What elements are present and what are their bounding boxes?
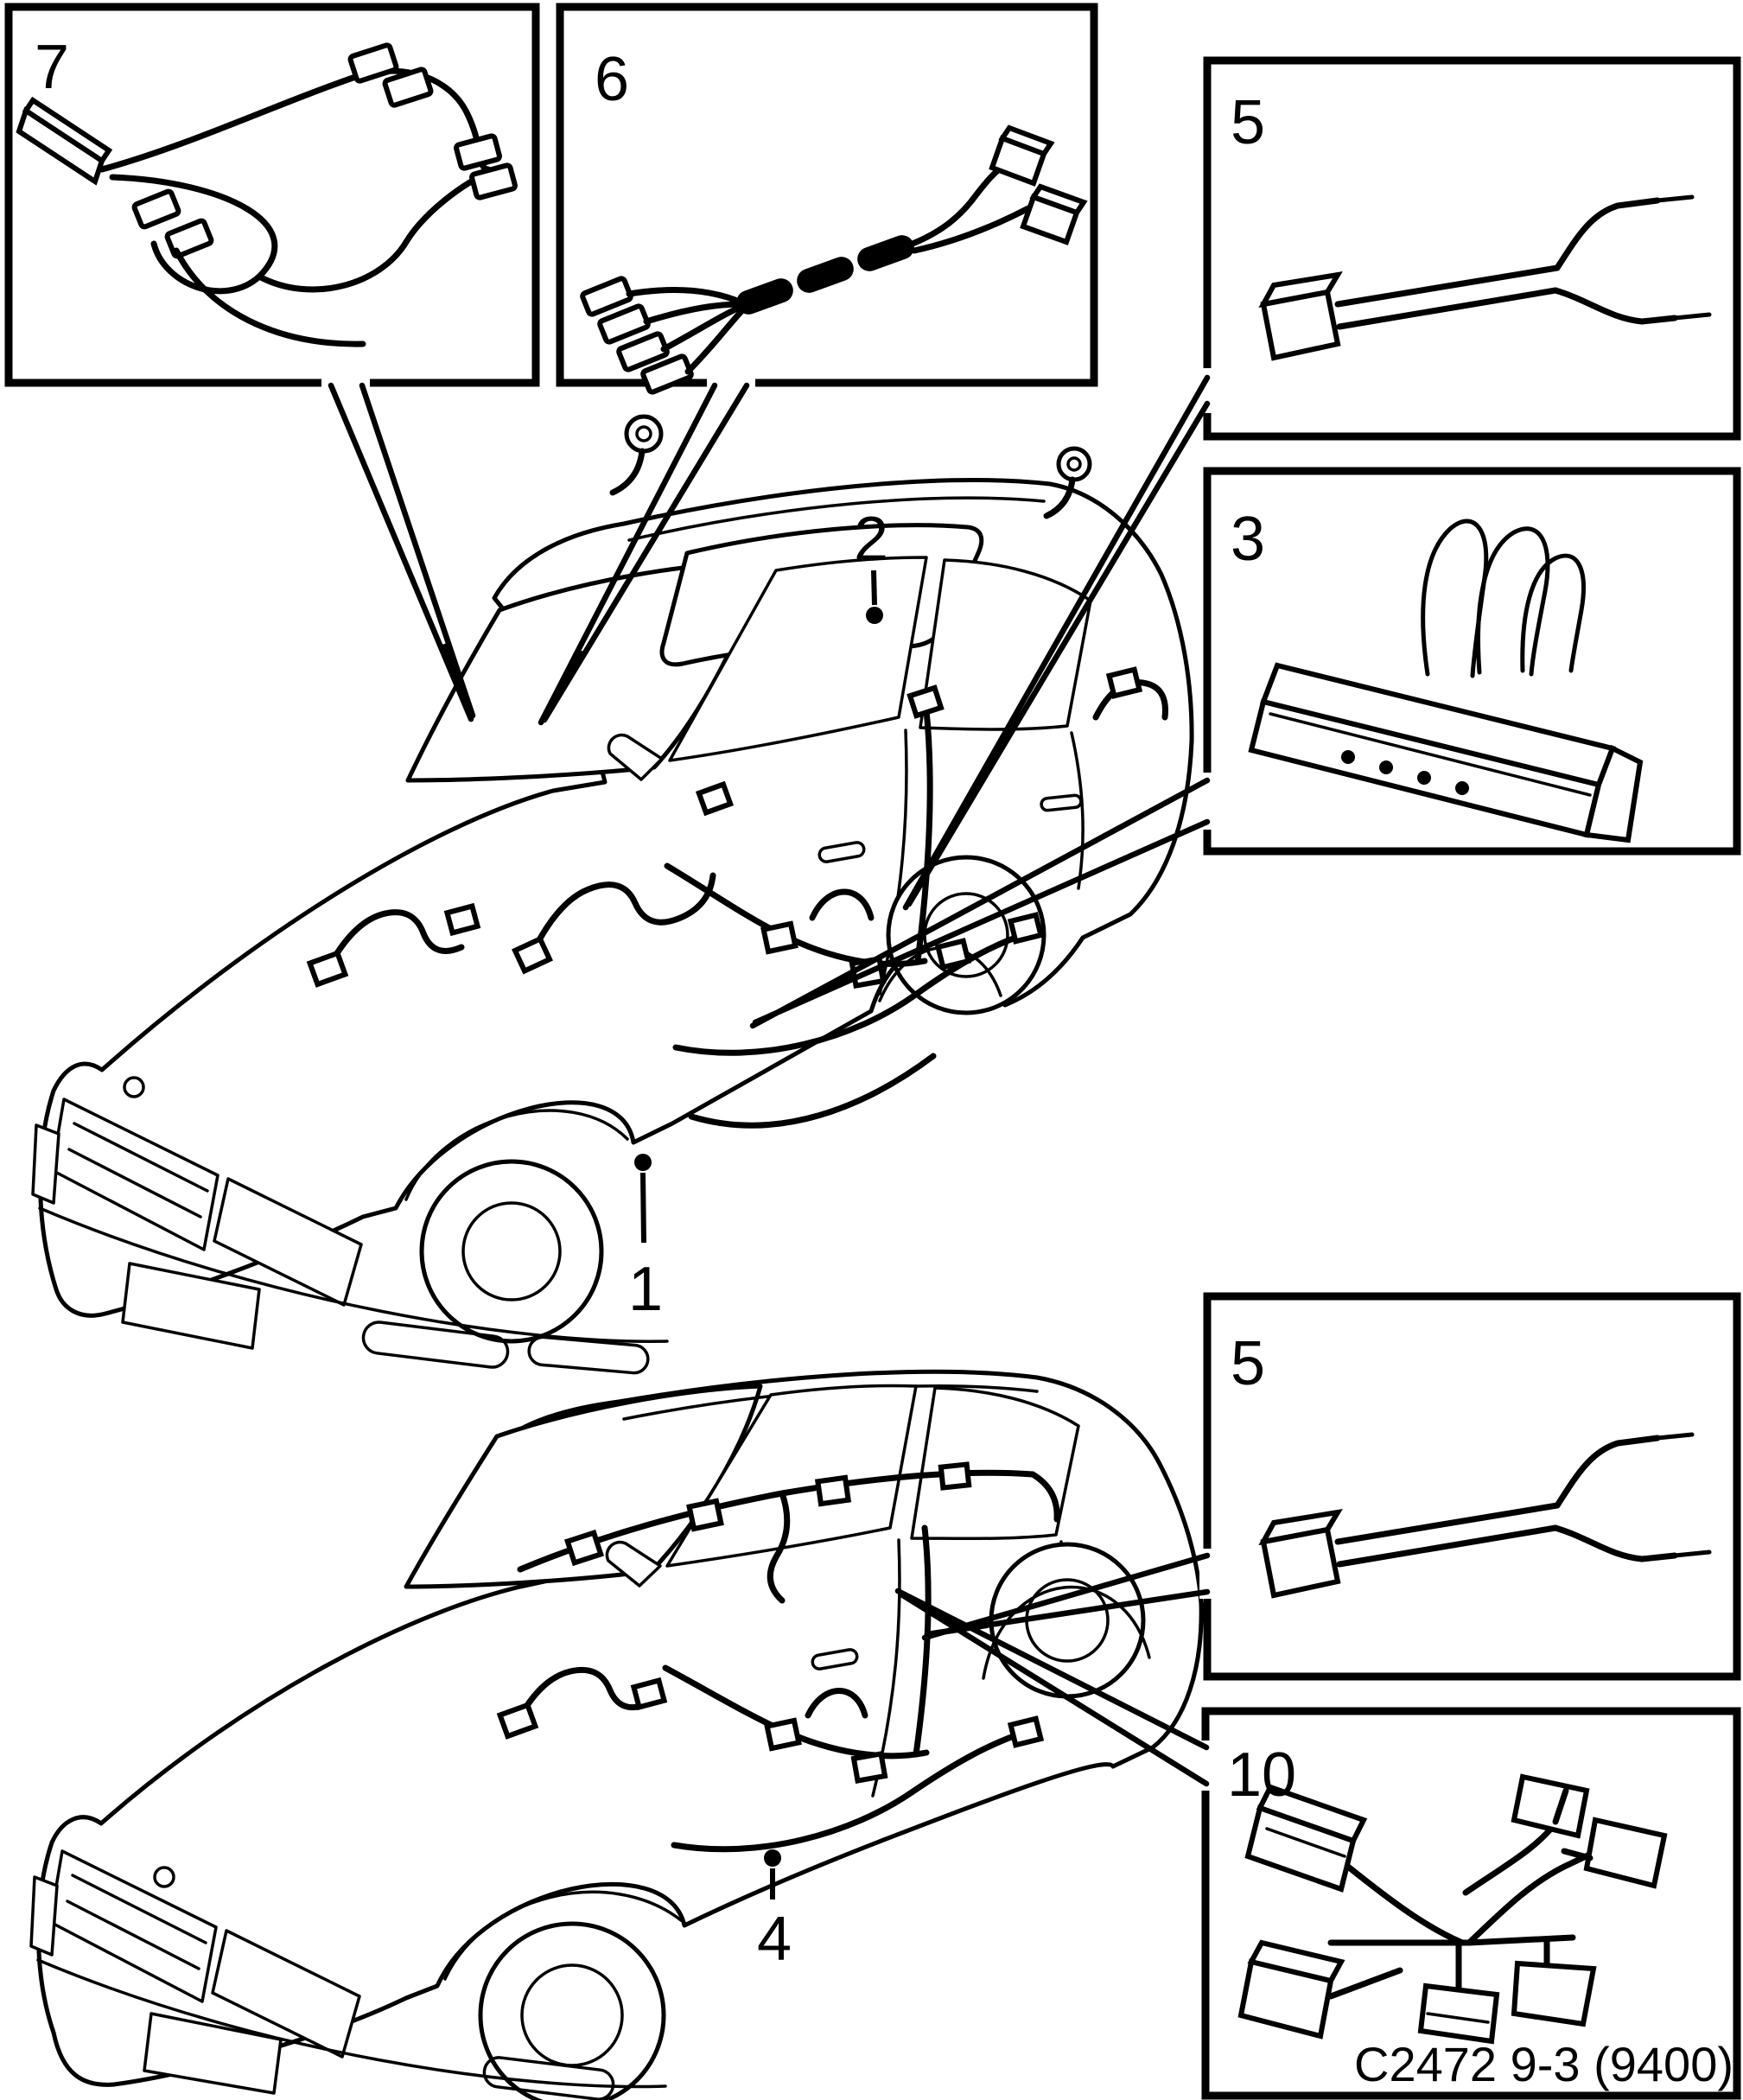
label-dot [866,607,883,624]
harness-art-5b [1258,1432,1712,1599]
part-number: 4 [757,1905,792,1974]
callout-number[interactable]: 10 [1227,1740,1296,1810]
callout-box-6[interactable]: 6 [556,3,1098,395]
callout-number[interactable]: 5 [1231,88,1265,157]
part-label-4[interactable]: 4 [757,1849,792,1974]
callout-box-7[interactable]: 7 [4,3,540,387]
part-number: 1 [628,1255,663,1324]
harness-art-5a [1258,194,1712,361]
car-upper-drawing [31,414,1194,1375]
callout-box-3[interactable]: 3 [1203,467,1741,856]
callout-box-5b[interactable]: 5 [1203,1292,1741,1681]
label-dot [764,1849,781,1867]
callout-box-5a[interactable]: 5 [1203,56,1741,441]
roof-antenna-icon [1043,446,1092,519]
part-number: 2 [854,505,888,574]
callout-number[interactable]: 6 [595,45,629,114]
label-dot [634,1154,652,1171]
car-lower-harness-art [496,1461,1060,1853]
callout-number[interactable]: 5 [1231,1329,1265,1398]
callout-number[interactable]: 3 [1231,505,1265,574]
harness-art-3 [1248,519,1644,843]
figure-caption: C2472 9-3 (9400) [1354,2037,1733,2091]
callout-number[interactable]: 7 [35,33,69,102]
part-label-2[interactable]: 2 [854,505,888,624]
car-upper-harness-art [306,414,1168,1129]
leader-lines [328,374,1211,1787]
roof-antenna-icon [609,414,664,496]
harness-art-7 [16,42,518,347]
part-label-1[interactable]: 1 [628,1154,663,1324]
harness-art-10 [1237,1773,1668,2045]
harness-art-6 [580,124,1088,395]
callout-box-10[interactable]: 10 C2472 9-3 (9400) [1201,1707,1741,2100]
car-lower-drawing [29,1369,1204,2100]
